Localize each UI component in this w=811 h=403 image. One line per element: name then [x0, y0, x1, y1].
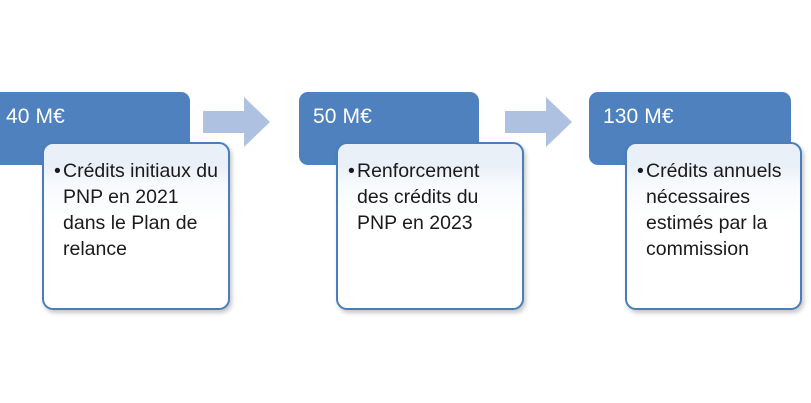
step-1-description: Crédits initiaux du PNP en 2021 dans le … — [63, 160, 218, 260]
bullet-point-icon: • — [54, 160, 61, 182]
step-1-card-body: • Crédits initiaux du PNP en 2021 dans l… — [54, 158, 220, 262]
step-1-bullet-item: • Crédits initiaux du PNP en 2021 dans l… — [54, 158, 220, 262]
step-3-card-body: • Crédits annuels nécessaires estimés pa… — [637, 158, 792, 262]
step-1-detail-card[interactable]: • Crédits initiaux du PNP en 2021 dans l… — [42, 142, 230, 310]
step-3-description: Crédits annuels nécessaires estimés par … — [646, 160, 782, 260]
step-1-amount-label: 40 M€ — [6, 105, 65, 128]
right-arrow-icon — [203, 97, 270, 147]
step-3-amount-label: 130 M€ — [603, 105, 674, 128]
step-2-bullet-item: • Renforcement des crédits du PNP en 202… — [348, 158, 514, 236]
step-3-detail-card[interactable]: • Crédits annuels nécessaires estimés pa… — [625, 142, 802, 310]
step-2-amount-label: 50 M€ — [313, 105, 372, 128]
step-2-description: Renforcement des crédits du PNP en 2023 — [357, 160, 480, 234]
right-arrow-icon — [505, 97, 572, 147]
step-2-detail-card[interactable]: • Renforcement des crédits du PNP en 202… — [336, 142, 524, 310]
bullet-point-icon: • — [637, 160, 644, 182]
bullet-point-icon: • — [348, 160, 355, 182]
step-2-card-body: • Renforcement des crédits du PNP en 202… — [348, 158, 514, 236]
step-3-bullet-item: • Crédits annuels nécessaires estimés pa… — [637, 158, 792, 262]
connector-arrow-2 — [505, 97, 573, 147]
connector-arrow-1 — [203, 97, 271, 147]
